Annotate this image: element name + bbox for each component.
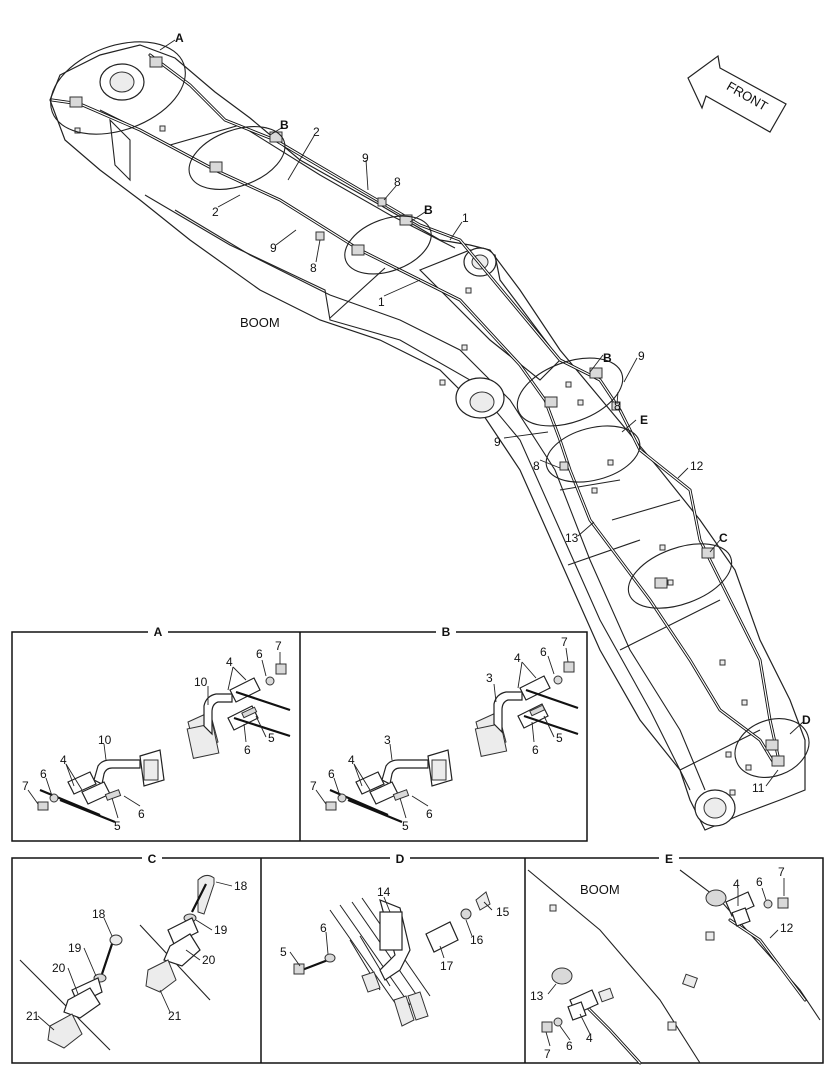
- plate-seam-6: [679, 729, 761, 771]
- E-label-4a: 4: [733, 877, 740, 891]
- C-label-20a: 20: [202, 953, 216, 967]
- B-label-6a: 6: [540, 645, 547, 659]
- label-11: 11: [752, 781, 765, 795]
- plate-seam-3: [567, 539, 641, 566]
- E-label-4b: 4: [586, 1031, 593, 1045]
- label-9d: 9: [494, 435, 501, 449]
- label-13: 13: [565, 531, 579, 545]
- detail-titles: A B C D E: [142, 624, 679, 866]
- callout-B1: B: [280, 118, 289, 132]
- label-9a: 9: [362, 151, 369, 165]
- label-9c: 9: [638, 349, 645, 363]
- B-label-6d: 6: [426, 807, 433, 821]
- label-12: 12: [690, 459, 704, 473]
- label-2b: 2: [212, 205, 219, 219]
- detail-A: 10 4 6 7 5 6 10 4 6 7 5 6: [22, 639, 291, 833]
- plate-seam-2: [559, 479, 621, 491]
- C-label-19b: 19: [68, 941, 82, 955]
- callout-E: E: [640, 413, 648, 427]
- A-label-7b: 7: [22, 779, 29, 793]
- detail-B-title: B: [442, 625, 451, 639]
- detail-C: 18 19 20 21 18 19 20 21: [19, 874, 248, 1051]
- B-label-5a: 5: [556, 731, 563, 745]
- callout-A: A: [175, 31, 184, 45]
- C-label-19a: 19: [214, 923, 228, 937]
- label-8b: 8: [310, 261, 317, 275]
- detail-A-title: A: [154, 625, 163, 639]
- C-label-21a: 21: [168, 1009, 182, 1023]
- D-label-17: 17: [440, 959, 454, 973]
- B-label-5b: 5: [402, 819, 409, 833]
- A-label-5a: 5: [268, 731, 275, 745]
- B-label-6b: 6: [328, 767, 335, 781]
- D-label-15: 15: [496, 905, 510, 919]
- C-label-18a: 18: [234, 879, 248, 893]
- A-label-7a: 7: [275, 639, 282, 653]
- callout-B2: B: [424, 203, 433, 217]
- B-label-3a: 3: [486, 671, 493, 685]
- A-label-6b: 6: [40, 767, 47, 781]
- boom-fasteners: [74, 125, 752, 796]
- callout-B3: B: [603, 351, 612, 365]
- detail-C-title: C: [148, 852, 157, 866]
- boom-foot-bore: [109, 71, 135, 93]
- detail-frame-CDE: [11, 857, 824, 1064]
- B-label-6c: 6: [532, 743, 539, 757]
- label-1a: 1: [462, 211, 469, 225]
- B-label-7a: 7: [561, 635, 568, 649]
- E-boom-label: BOOM: [580, 882, 620, 897]
- callout-C: C: [719, 531, 728, 545]
- B-label-4b: 4: [348, 753, 355, 767]
- D-label-6: 6: [320, 921, 327, 935]
- detail-regions: [50, 41, 810, 778]
- main-labels: BOOM A B B B E C D 2 2 1 1 9 9 9 9 8 8 8…: [175, 31, 811, 795]
- label-8c: 8: [614, 399, 621, 413]
- plate-seam-4: [611, 499, 681, 521]
- B-label-7b: 7: [310, 779, 317, 793]
- D-label-5: 5: [280, 945, 287, 959]
- main-leaders: [159, 39, 804, 787]
- boom-tip-bore: [703, 797, 727, 819]
- B-label-4a: 4: [514, 651, 521, 665]
- detail-B: 3 4 6 7 5 6 3 4 6 7 5 6: [310, 635, 579, 833]
- A-label-6a: 6: [256, 647, 263, 661]
- boom-foot-plate: [109, 118, 131, 182]
- mid-bore: [469, 391, 495, 413]
- A-label-4a: 4: [226, 655, 233, 669]
- detail-E: BOOM 4 6 7 12 13 7 6 4: [527, 865, 821, 1065]
- plate-seam-1: [329, 267, 386, 319]
- E-label-6a: 6: [756, 875, 763, 889]
- label-1b: 1: [378, 295, 385, 309]
- detail-D: 14 15 16 17 5 6: [280, 885, 510, 1027]
- A-label-10b: 10: [98, 733, 112, 747]
- detail-D-title: D: [396, 852, 405, 866]
- boom-lower-band: [174, 209, 706, 791]
- A-label-4b: 4: [60, 753, 67, 767]
- boom-label: BOOM: [240, 315, 280, 330]
- callout-D: D: [802, 713, 811, 727]
- A-label-5b: 5: [114, 819, 121, 833]
- E-label-6b: 6: [566, 1039, 573, 1053]
- detail-E-title: E: [665, 852, 673, 866]
- E-label-13: 13: [530, 989, 544, 1003]
- front-direction-arrow: FRONT: [687, 54, 787, 133]
- E-label-12: 12: [780, 921, 794, 935]
- D-label-16: 16: [470, 933, 484, 947]
- C-label-20b: 20: [52, 961, 66, 975]
- label-9b: 9: [270, 241, 277, 255]
- E-label-7a: 7: [778, 865, 785, 879]
- label-8d: 8: [533, 459, 540, 473]
- C-label-18b: 18: [92, 907, 106, 921]
- E-label-7b: 7: [544, 1047, 551, 1061]
- plate-seam-5: [619, 599, 721, 651]
- label-2a: 2: [313, 125, 320, 139]
- C-label-21b: 21: [26, 1009, 40, 1023]
- D-label-14: 14: [377, 885, 391, 899]
- A-label-6d: 6: [138, 807, 145, 821]
- A-label-10a: 10: [194, 675, 208, 689]
- label-8a: 8: [394, 175, 401, 189]
- A-label-6c: 6: [244, 743, 251, 757]
- B-label-3b: 3: [384, 733, 391, 747]
